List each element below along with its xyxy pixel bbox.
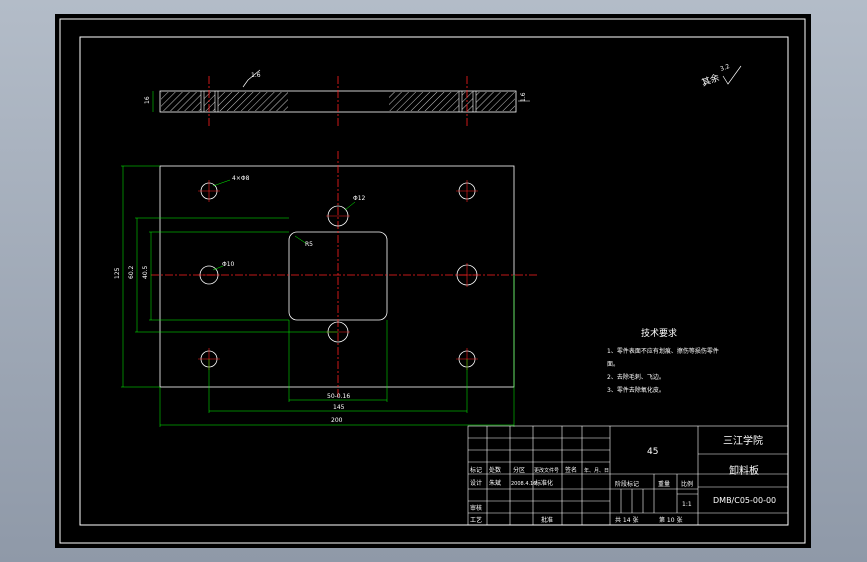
roughness-value: 3.2 [719,63,731,73]
roughness-text: 其余 [700,71,721,88]
window-width-dim: 50-0.16 [327,393,350,400]
tech-line-1: 1、零件表面不应有划痕、擦伤等损伤零件 [607,347,719,355]
designer: 朱斌 [489,479,501,487]
row-label-6: 年、月、日 [584,467,609,474]
drawing-viewport[interactable]: 1.6 1.6 16 其余 3.2 [55,14,811,548]
tech-line-4: 3、零件去除氧化皮。 [607,386,665,394]
check-label: 审核 [470,504,482,512]
roughness-note: 其余 3.2 [700,63,742,89]
sheet-number: 第 10 张 [659,516,682,524]
scale-value: 1:1 [682,501,692,508]
stage-label: 阶段标记 [615,480,639,488]
title-block [467,425,789,526]
section-view: 1.6 1.6 16 [144,69,530,126]
inner-height-2-dim: 40.5 [142,265,149,279]
overall-width-dim: 200 [331,417,343,424]
scale-label: 比例 [681,480,693,488]
tech-title: 技术要求 [641,327,677,339]
overall-height-dim: 125 [114,267,121,279]
dimensions [121,165,515,427]
plan-view: 4×Φ8 Φ12 Φ10 R5 [151,151,537,399]
row-label-1: 标记 [470,466,482,474]
drawing-number: DMB/C05-00-00 [713,496,776,505]
tech-line-2: 面。 [607,361,619,368]
process-label: 工艺 [470,516,482,524]
outer-frame [59,18,806,544]
designer-label: 设计 [470,479,482,487]
sheets-total: 共 14 张 [615,516,638,524]
row-label-3: 分区 [513,466,525,474]
title-block-text: 45 三江学院 卸料板 DMB/C05-00-00 阶段标记 重量 比例 1:1… [470,434,776,524]
inner-height-dim: 60.2 [128,265,135,279]
std-label: 标准化 [535,479,553,487]
row-label-4: 更改文件号 [534,467,559,474]
hole-note: 4×Φ8 [232,175,250,182]
school-name: 三江学院 [723,434,763,447]
design-date: 2008.4.16 [511,481,536,487]
cad-drawing: 1.6 1.6 16 其余 3.2 [59,18,806,544]
thickness-label: 16 [144,96,151,104]
side-roughness: 1.6 [520,92,527,102]
chamfer-dim: R5 [305,241,313,248]
inner-frame [79,36,789,526]
top-roughness: 1.6 [251,72,261,79]
approve-label: 批准 [541,516,553,524]
material: 45 [647,447,658,457]
hole-dia-dim: Φ10 [222,261,235,268]
part-name: 卸料板 [729,464,759,477]
tech-requirements: 技术要求 1、零件表面不应有划痕、擦伤等损伤零件 面。 2、去除毛刺、飞边。 3… [607,327,719,394]
row-label-5: 签名 [565,466,577,474]
row-label-2: 处数 [489,466,501,474]
weight-label: 重量 [658,480,670,488]
center-hole-dim: Φ12 [353,195,366,202]
tech-line-3: 2、去除毛刺、飞边。 [607,373,665,381]
hole-span-dim: 145 [333,404,345,411]
